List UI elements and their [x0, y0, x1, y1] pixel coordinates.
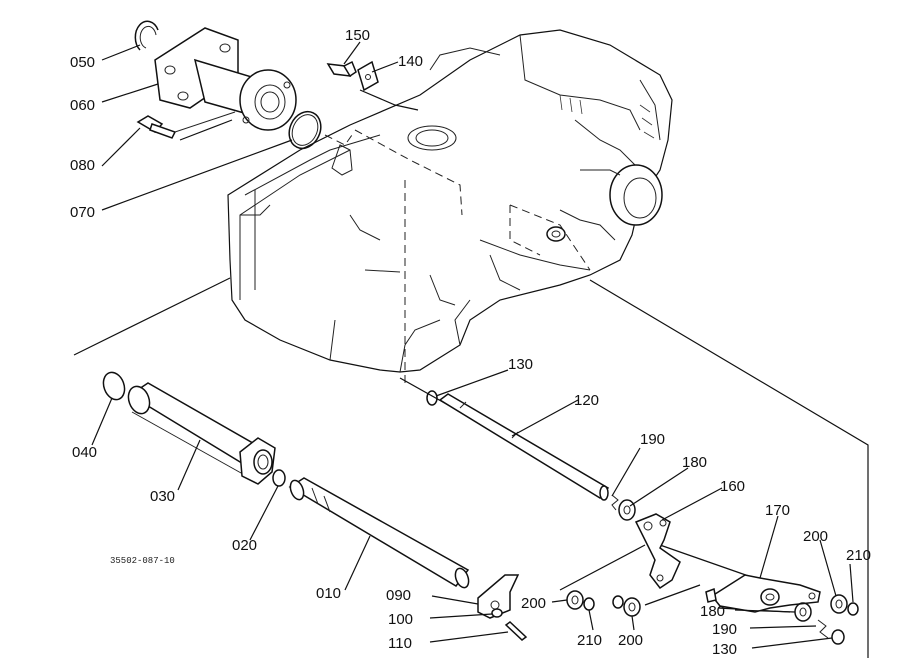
part-200-spacer-left: [566, 590, 584, 610]
label-010: 010: [316, 585, 341, 602]
label-130-upper: 130: [508, 356, 533, 373]
part-060-bearing-holder: [154, 27, 297, 131]
label-180-lower: 180: [700, 603, 725, 620]
part-200-spacer-right: [830, 594, 848, 614]
assembly-lines: [73, 89, 869, 658]
label-070: 070: [70, 204, 95, 221]
part-080-bolt: [136, 111, 236, 139]
label-100: 100: [388, 611, 413, 628]
part-210-nut-right: [847, 602, 859, 616]
part-190-snap-ring-upper: [611, 494, 619, 511]
label-050: 050: [70, 54, 95, 71]
part-160-arm: [634, 513, 681, 590]
transmission-housing: [227, 29, 673, 373]
part-010-shaft: [288, 477, 470, 589]
label-200-middle: 200: [618, 632, 643, 649]
label-110: 110: [388, 635, 412, 652]
part-210-nut-left: [583, 597, 595, 611]
label-020: 020: [232, 537, 257, 554]
label-210-left: 210: [577, 632, 602, 649]
part-210-nut-middle: [612, 595, 624, 609]
label-080: 080: [70, 157, 95, 174]
part-030-tube: [127, 382, 276, 485]
part-120-shaft: [438, 393, 610, 501]
drawing-code: 35502-087-10: [110, 556, 175, 566]
part-110-pin: [504, 621, 528, 641]
part-130-snap-ring-upper: [426, 390, 438, 406]
callout-leaders: [91, 41, 854, 649]
part-020-ring: [272, 469, 286, 487]
label-200-right: 200: [803, 528, 828, 545]
label-140: 140: [398, 53, 423, 70]
part-180-washer-upper: [618, 499, 636, 521]
part-190-snap-ring-lower: [817, 619, 829, 639]
part-050-circlip: [134, 20, 159, 51]
label-120: 120: [574, 392, 599, 409]
part-200-spacer-middle: [623, 597, 641, 617]
label-150: 150: [345, 27, 370, 44]
part-130-snap-ring-lower: [831, 629, 845, 645]
part-040-o-ring: [102, 371, 126, 401]
part-140-plate: [357, 60, 379, 92]
label-030: 030: [150, 488, 175, 505]
part-070-o-ring: [288, 110, 322, 150]
label-200-left: 200: [521, 595, 546, 612]
label-210-right: 210: [846, 547, 871, 564]
part-150-bolt: [326, 60, 357, 78]
label-130-lower: 130: [712, 641, 737, 658]
callout-labels: 050 060 080 070 150 140 040 030 020 010 …: [70, 27, 871, 658]
part-090-arm: [477, 574, 520, 619]
label-190-upper: 190: [640, 431, 665, 448]
label-180-upper: 180: [682, 454, 707, 471]
alignment-lines: [324, 129, 591, 385]
label-060: 060: [70, 97, 95, 114]
label-090: 090: [386, 587, 411, 604]
label-160: 160: [720, 478, 745, 495]
part-100-washer: [491, 608, 503, 618]
part-170-arm: [705, 574, 821, 613]
part-180-washer-lower: [794, 602, 812, 622]
label-170: 170: [765, 502, 790, 519]
label-040: 040: [72, 444, 97, 461]
label-190-lower: 190: [712, 621, 737, 638]
